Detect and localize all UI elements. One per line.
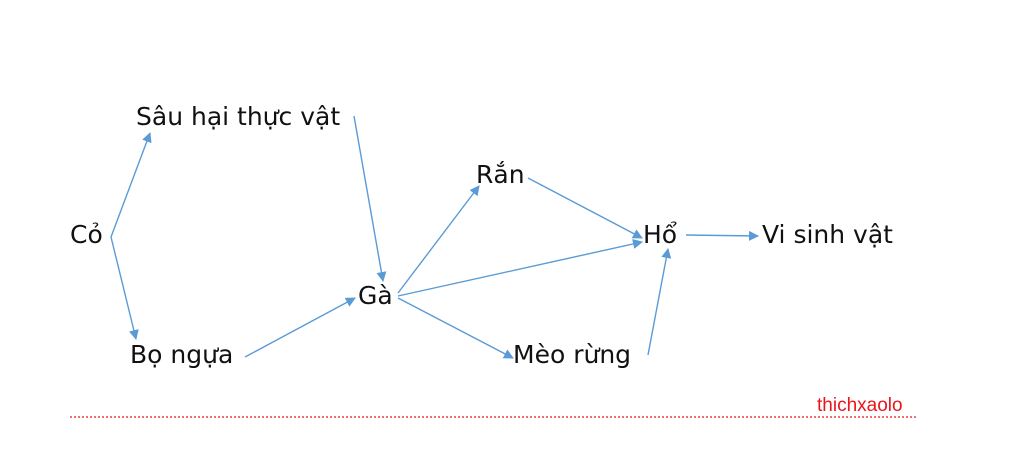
node-vi-sinh-vat: Vi sinh vật [762,220,893,249]
node-ran: Rắn [476,160,525,189]
arrow-ga-to-ran [397,185,480,294]
arrow-ga-to-meo_rung [397,297,514,359]
arrow-bo_ngua-to-ga [244,297,356,358]
arrow-co-to-sau [110,132,152,238]
node-sau-hai-thuc-vat: Sâu hại thực vật [136,102,341,131]
node-ho: Hổ [643,220,678,249]
arrows-group [110,115,759,359]
arrow-ga-to-ho [397,239,643,297]
node-ga: Gà [358,281,393,310]
arrow-ran-to-ho [527,177,643,239]
node-bo-ngua: Bọ ngựa [130,340,234,369]
node-co: Cỏ [70,220,103,249]
arrow-sau-to-ga [353,115,387,282]
arrow-meo_rung-to-ho [647,248,672,356]
arrow-co-to-bo_ngua [110,236,139,340]
node-meo-rung: Mèo rừng [513,340,632,369]
watermark-text: thichxaolo [817,395,903,416]
arrow-ho-to-vi_sinh_vat [685,230,759,241]
